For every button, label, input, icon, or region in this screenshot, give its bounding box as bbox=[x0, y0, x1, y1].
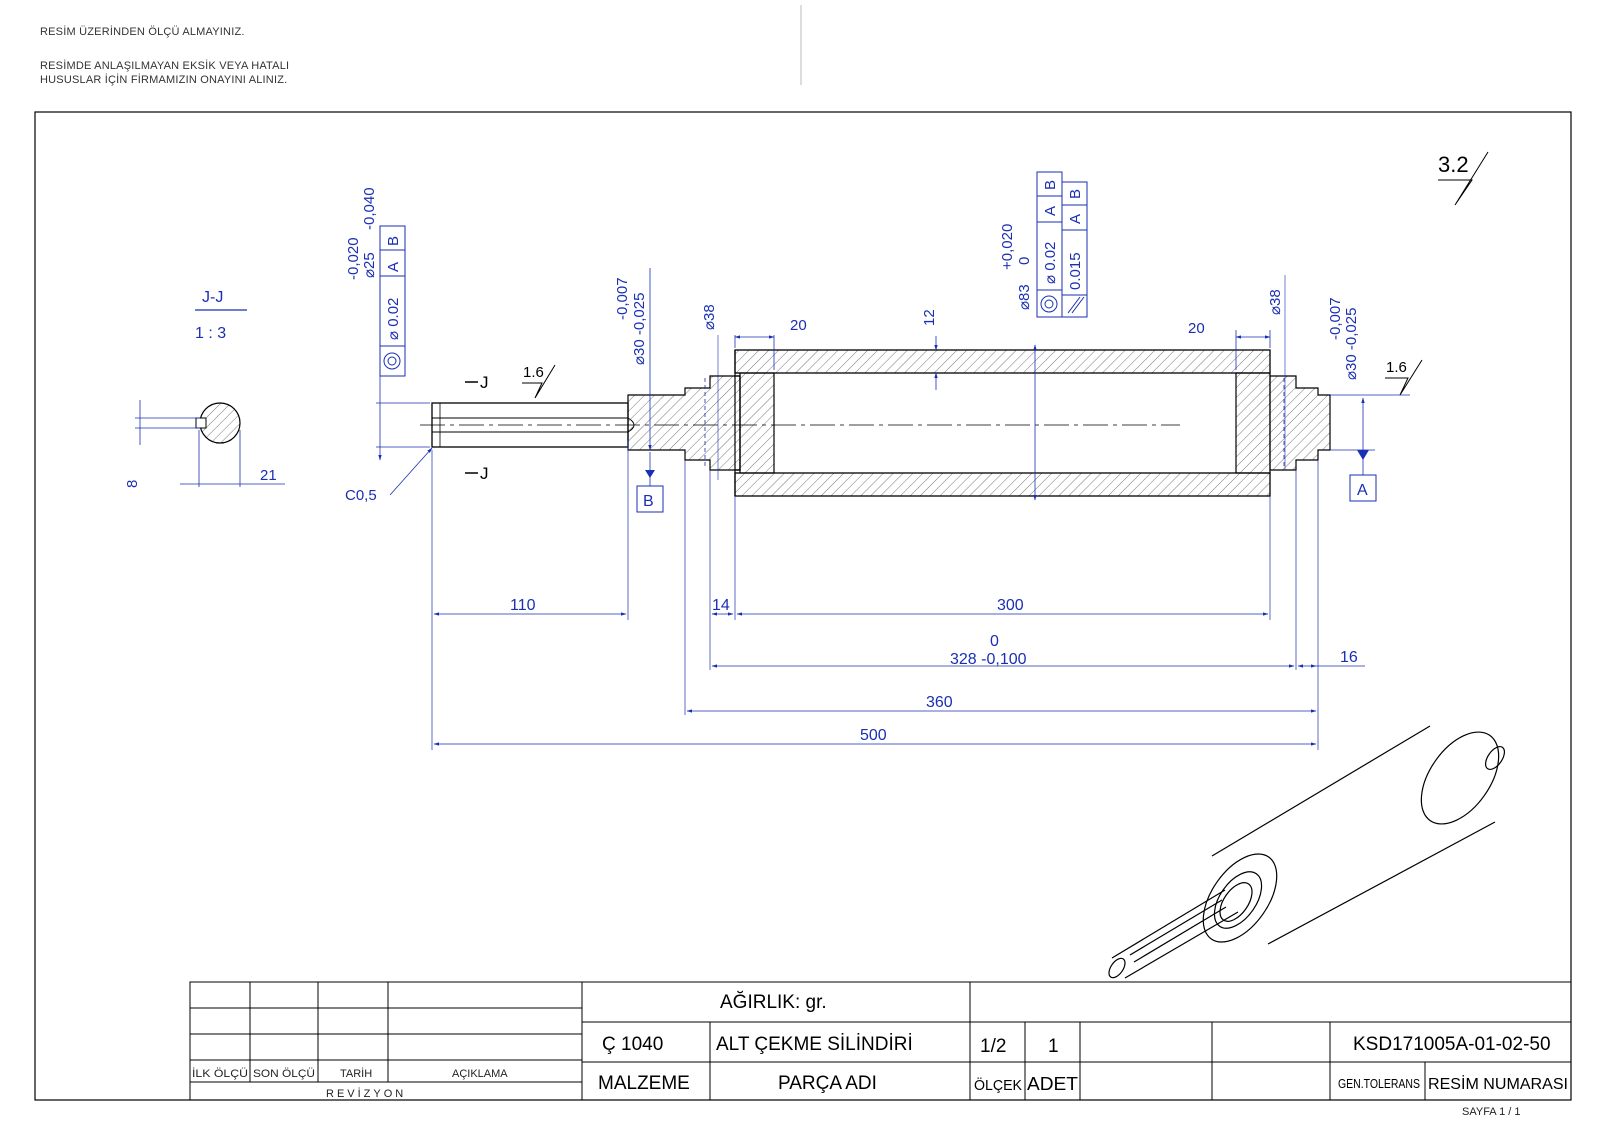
general-tolerance-label: GEN.TOLERANS bbox=[1338, 1076, 1420, 1091]
svg-text:⌀25: ⌀25 bbox=[361, 252, 378, 278]
note-approval-2: HUSUSLAR İÇİN FİRMAMIZIN ONAYINI ALINIZ. bbox=[40, 74, 288, 86]
quantity-label: ADET bbox=[1027, 1074, 1078, 1094]
svg-text:⌀ 0.02: ⌀ 0.02 bbox=[1042, 242, 1059, 284]
svg-text:3.2: 3.2 bbox=[1438, 152, 1469, 177]
section-label: J-J bbox=[202, 289, 223, 306]
sheet-border bbox=[34, 111, 1572, 1101]
rev-last-measure: SON ÖLÇÜ bbox=[253, 1068, 315, 1080]
part-name-value: ALT ÇEKME SİLİNDİRİ bbox=[716, 1034, 913, 1055]
svg-text:C0,5: C0,5 bbox=[345, 487, 377, 504]
left-diameter-tolerance: ⌀ 0.02 A B ⌀25 -0,040 -0,020 bbox=[345, 187, 430, 461]
svg-text:20: 20 bbox=[1188, 320, 1205, 337]
sheet-number: SAYFA 1 / 1 bbox=[1462, 1106, 1521, 1118]
svg-text:B: B bbox=[1042, 180, 1059, 190]
svg-text:0: 0 bbox=[990, 633, 999, 650]
svg-text:A: A bbox=[1067, 214, 1084, 224]
drawing-number-value: KSD171005A-01-02-50 bbox=[1353, 1034, 1551, 1055]
section-dim-height: 8 bbox=[124, 480, 141, 488]
svg-text:B: B bbox=[1067, 189, 1084, 199]
svg-text:1.6: 1.6 bbox=[523, 364, 544, 381]
roughness-symbol-right: 1.6 bbox=[1385, 359, 1423, 396]
svg-text:A: A bbox=[385, 262, 402, 272]
svg-text:⌀30 -0,025: ⌀30 -0,025 bbox=[1343, 308, 1360, 380]
svg-text:J: J bbox=[480, 373, 489, 392]
svg-text:J: J bbox=[480, 464, 489, 483]
section-scale: 1 : 3 bbox=[195, 325, 226, 342]
dia38-right: ⌀38 bbox=[1267, 289, 1284, 315]
rev-first-measure: İLK ÖLÇÜ bbox=[192, 1067, 248, 1080]
revision-label: REVİZYON bbox=[326, 1087, 406, 1100]
svg-text:-0,020: -0,020 bbox=[345, 237, 362, 280]
rev-description: AÇIKLAMA bbox=[452, 1068, 508, 1080]
svg-text:300: 300 bbox=[997, 597, 1024, 614]
section-view-jj: J-J 1 : 3 8 21 bbox=[124, 289, 285, 488]
rev-date: TARİH bbox=[340, 1067, 372, 1080]
svg-text:360: 360 bbox=[926, 694, 953, 711]
datum-b: B bbox=[643, 493, 654, 510]
svg-text:⌀83: ⌀83 bbox=[1016, 284, 1033, 310]
svg-text:0.015: 0.015 bbox=[1067, 252, 1084, 290]
svg-text:20: 20 bbox=[790, 317, 807, 334]
svg-text:12: 12 bbox=[921, 309, 938, 326]
svg-text:-0,007: -0,007 bbox=[614, 277, 631, 320]
svg-text:1.6: 1.6 bbox=[1386, 359, 1407, 376]
note-approval-1: RESİMDE ANLAŞILMAYAN EKSİK VEYA HATALI bbox=[40, 60, 290, 72]
quantity-value: 1 bbox=[1048, 1036, 1059, 1057]
dim-12: 12 bbox=[921, 309, 938, 390]
dia30-right: ⌀30 -0,025 -0,007 A bbox=[1327, 297, 1410, 502]
datum-a: A bbox=[1357, 482, 1368, 499]
svg-text:A: A bbox=[1042, 206, 1059, 216]
svg-text:+0,020: +0,020 bbox=[999, 224, 1016, 270]
drawing-number-label: RESİM NUMARASI bbox=[1428, 1074, 1568, 1093]
svg-text:⌀ 0.02: ⌀ 0.02 bbox=[385, 298, 402, 340]
svg-text:500: 500 bbox=[860, 727, 887, 744]
svg-text:14: 14 bbox=[712, 597, 730, 614]
dim-20-right: 20 bbox=[1188, 320, 1271, 370]
svg-text:16: 16 bbox=[1340, 649, 1358, 666]
dia83-tolerance: ⌀83 0 +0,020 ⌀ 0.02 A B 0.015 A B bbox=[999, 171, 1088, 318]
roughness-symbol-left: 1.6 bbox=[522, 364, 556, 399]
svg-text:-0,040: -0,040 bbox=[361, 187, 378, 230]
note-no-measure: RESİM ÜZERİNDEN ÖLÇÜ ALMAYINIZ. bbox=[40, 26, 245, 38]
isometric-view bbox=[1108, 725, 1506, 979]
weight-label: AĞIRLIK: gr. bbox=[720, 991, 827, 1013]
part-name-label: PARÇA ADI bbox=[778, 1073, 877, 1094]
shaft-section-view bbox=[420, 344, 1331, 501]
svg-text:-0,007: -0,007 bbox=[1327, 297, 1344, 340]
svg-text:B: B bbox=[385, 236, 402, 246]
roughness-symbol-main: 3.2 bbox=[1438, 151, 1489, 206]
section-marker-j: J J bbox=[465, 373, 489, 483]
scale-label: ÖLÇEK bbox=[974, 1076, 1022, 1094]
dia30-left: ⌀30 -0,025 -0,007 B bbox=[614, 268, 664, 513]
material-label: MALZEME bbox=[598, 1073, 690, 1094]
chamfer-callout: C0,5 bbox=[345, 447, 433, 504]
svg-text:⌀30 -0,025: ⌀30 -0,025 bbox=[631, 293, 648, 365]
svg-text:110: 110 bbox=[510, 597, 536, 614]
material-value: Ç 1040 bbox=[602, 1034, 663, 1055]
title-block bbox=[189, 981, 1572, 1101]
bottom-dimensions: 110 14 300 0 328 -0,100 16 360 500 bbox=[431, 440, 1365, 750]
scale-value: 1/2 bbox=[980, 1036, 1006, 1057]
svg-text:328 -0,100: 328 -0,100 bbox=[950, 651, 1027, 668]
svg-text:0: 0 bbox=[1016, 257, 1033, 265]
dia38-left: ⌀38 bbox=[701, 304, 718, 330]
section-dim-width: 21 bbox=[260, 467, 277, 484]
dim-20-left: 20 bbox=[734, 317, 807, 370]
